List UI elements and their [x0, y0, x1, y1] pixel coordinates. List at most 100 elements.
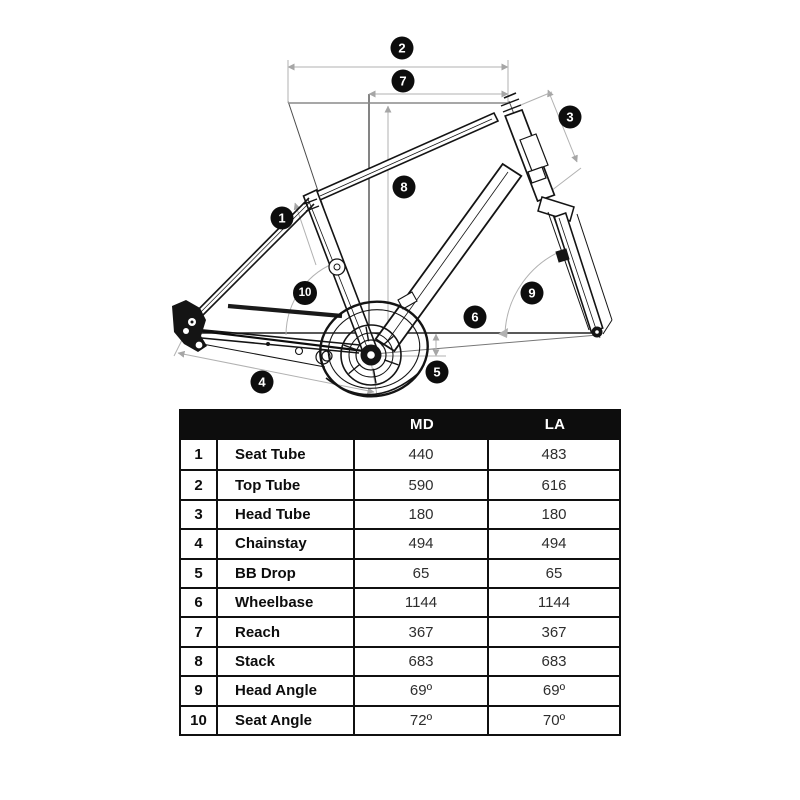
- badge-7: 7: [391, 69, 415, 93]
- row-number: 7: [181, 618, 218, 646]
- pedal-spindle-left: [321, 350, 333, 362]
- row-number: 3: [181, 500, 218, 529]
- table-row-reach: 7 Reach 367 367: [181, 616, 619, 646]
- geometry-table-body: 1 Seat Tube 440 483 2 Top Tube 590 616 3…: [179, 440, 621, 736]
- row-value-md: 440: [355, 440, 489, 470]
- chainring: [340, 324, 402, 386]
- top-tube-inner: [319, 118, 493, 197]
- dim-head-tube-ext-top: [515, 91, 553, 108]
- row-number: 1: [181, 440, 218, 470]
- dim-head-tube: [547, 89, 578, 163]
- crankset: [319, 300, 429, 398]
- table-row-bb-drop: 5 BB Drop 65 65: [181, 557, 619, 587]
- head-tube-lower-box: [527, 166, 547, 184]
- row-label: Seat Tube: [218, 440, 355, 470]
- seat-stay-lower: [189, 203, 315, 329]
- row-value-la: 70º: [542, 711, 566, 729]
- badge-6: 6: [463, 305, 487, 329]
- stem-cap: [503, 92, 517, 99]
- row-value-md: 65: [355, 559, 489, 587]
- badge-5: 5: [425, 360, 449, 384]
- badge-1-label: 1: [278, 211, 285, 226]
- row-value-la: 683: [541, 652, 567, 670]
- dimension-lines: [173, 60, 582, 396]
- table-row-head-angle: 9 Head Angle 69º 69º: [181, 675, 619, 705]
- row-number: 9: [181, 677, 218, 705]
- column-header-la: LA: [544, 416, 566, 433]
- row-value-la: 494: [541, 535, 567, 553]
- construction-lines: [180, 94, 602, 355]
- table-row-stack: 8 Stack 683 683: [181, 645, 619, 676]
- bb-spindle: [367, 351, 375, 359]
- row-label: Chainstay: [218, 530, 355, 558]
- front-fender-tip: [602, 319, 613, 335]
- column-header-md: MD: [410, 416, 434, 433]
- row-value-md: 1144: [355, 588, 489, 617]
- badge-1: 1: [270, 206, 294, 230]
- bike-frame-diagram: 1 2 3 4 5 6 7 8 9 10: [172, 36, 613, 398]
- row-value-la: 483: [541, 446, 567, 464]
- fork-rear-edge: [547, 211, 590, 331]
- chainstay-protector: [227, 303, 343, 319]
- row-label: Head Tube: [218, 500, 355, 529]
- badge-3-label: 3: [566, 110, 573, 125]
- row-value-la: 65: [545, 564, 563, 582]
- table-row-wheelbase: 6 Wheelbase 1144 1144: [181, 586, 619, 617]
- row-value-md: 683: [355, 647, 489, 676]
- row-value-md: 180: [355, 500, 489, 529]
- badge-9-label: 9: [528, 286, 535, 301]
- fork-leg: [553, 211, 604, 334]
- chain-guard-outer: [319, 300, 429, 398]
- chainstay-bottom: [190, 336, 360, 354]
- chainstay-boss-small: [294, 346, 304, 356]
- badge-4-label: 4: [258, 375, 266, 390]
- row-value-md: 69º: [355, 677, 489, 705]
- badge-8-label: 8: [400, 180, 407, 195]
- table-row-chainstay: 4 Chainstay 494 494: [181, 528, 619, 558]
- row-value-md: 590: [355, 471, 489, 499]
- chain-guard-inner: [327, 309, 421, 389]
- geometry-table: MD LA 1 Seat Tube 440 483 2 Top Tube 590…: [179, 409, 621, 736]
- front-fender-stay: [576, 213, 613, 321]
- front-brake: [555, 248, 570, 263]
- row-number: 6: [181, 588, 218, 617]
- row-value-la: 69º: [542, 682, 566, 700]
- badge-6-label: 6: [471, 310, 478, 325]
- badge-7-label: 7: [399, 74, 406, 89]
- derailleur-pulley-bottom: [194, 340, 204, 350]
- row-value-md: 72º: [355, 706, 489, 734]
- row-number: 5: [181, 559, 218, 587]
- row-label: Reach: [218, 618, 355, 646]
- rear-dropout-body: [172, 300, 207, 352]
- badge-10: 10: [293, 281, 317, 305]
- row-label: BB Drop: [218, 559, 355, 587]
- row-label: Stack: [218, 647, 355, 676]
- row-value-md: 367: [355, 618, 489, 646]
- headset-spacer-2: [502, 104, 522, 113]
- row-value-la: 367: [541, 623, 567, 641]
- row-number: 10: [181, 706, 218, 734]
- chainring-inner: [348, 332, 394, 378]
- chainstay-lower-edge: [196, 342, 326, 368]
- badge-9: 9: [520, 281, 544, 305]
- down-tube-inner: [385, 171, 509, 344]
- row-value-la: 616: [541, 476, 567, 494]
- frame-tubes: [172, 92, 613, 398]
- row-number: 8: [181, 647, 218, 676]
- badge-5-label: 5: [433, 365, 440, 380]
- fork-leg-inner: [558, 217, 597, 330]
- badge-3: 3: [558, 105, 582, 129]
- dim-chainstay: [177, 350, 375, 395]
- row-number: 2: [181, 471, 218, 499]
- head-angle-arc: [504, 248, 567, 334]
- table-row-seat-tube: 1 Seat Tube 440 483: [181, 440, 619, 470]
- row-value-la: 1144: [537, 594, 571, 612]
- geometry-table-header: MD LA: [179, 409, 621, 440]
- chainstay-top: [192, 328, 361, 346]
- row-label: Top Tube: [218, 471, 355, 499]
- bb-to-front-axle-line: [373, 334, 599, 355]
- badge-10-label: 10: [299, 287, 312, 299]
- derailleur-pulley-top-axle: [190, 320, 194, 324]
- table-row-head-tube: 3 Head Tube 180 180: [181, 498, 619, 529]
- badge-2: 2: [390, 36, 414, 60]
